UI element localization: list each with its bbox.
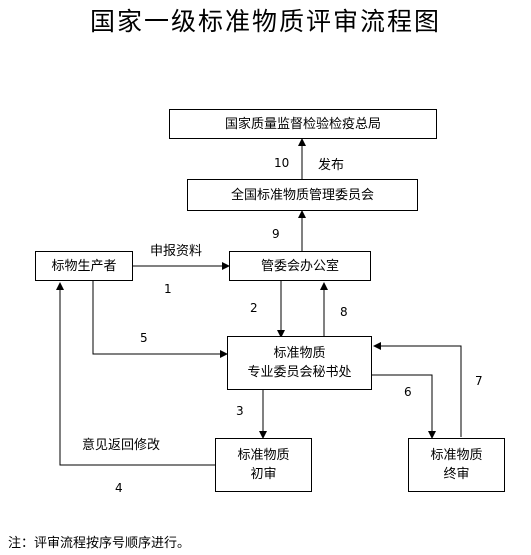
- node-final-review-label-1: 标准物质: [430, 448, 483, 463]
- step-number-3: 3: [236, 404, 244, 418]
- node-producer-label: 标物生产者: [51, 258, 117, 274]
- node-final-review-label-2: 终审: [443, 467, 470, 482]
- node-initial-review: 标准物质 初审: [215, 438, 312, 492]
- node-initial-review-label-1: 标准物质: [237, 448, 290, 463]
- node-secretariat: 标准物质 专业委员会秘书处: [227, 336, 372, 390]
- node-office-label: 管委会办公室: [260, 258, 339, 274]
- node-committee-label: 全国标准物质管理委员会: [230, 187, 374, 203]
- step-number-4: 4: [115, 481, 123, 495]
- arrow-step-6: [372, 374, 436, 439]
- node-producer: 标物生产者: [35, 251, 133, 281]
- step-number-6: 6: [404, 385, 412, 399]
- footnote: 注：评审流程按序号顺序进行。: [8, 536, 191, 551]
- node-office: 管委会办公室: [229, 251, 371, 281]
- edge-label-publish: 发布: [318, 158, 345, 173]
- node-secretariat-label-2: 专业委员会秘书处: [247, 365, 352, 380]
- edge-label-apply: 申报资料: [150, 244, 203, 259]
- step-number-5: 5: [140, 331, 148, 345]
- arrow-step-7: [373, 342, 462, 437]
- step-number-7: 7: [475, 374, 483, 388]
- step-number-2: 2: [250, 301, 258, 315]
- node-initial-review-label-2: 初审: [250, 467, 277, 482]
- node-committee: 全国标准物质管理委员会: [187, 179, 418, 211]
- arrow-step-4: [56, 282, 215, 466]
- arrow-step-5: [92, 281, 228, 358]
- diagram-title: 国家一级标准物质评审流程图: [89, 7, 441, 36]
- node-aqsiq: 国家质量监督检验检疫总局: [169, 109, 437, 139]
- node-secretariat-label-1: 标准物质: [273, 346, 326, 361]
- edge-label-return: 意见返回修改: [82, 438, 161, 453]
- step-number-8: 8: [340, 305, 348, 319]
- node-final-review: 标准物质 终审: [408, 438, 505, 492]
- step-number-10: 10: [274, 156, 290, 170]
- step-number-1: 1: [164, 282, 172, 296]
- node-aqsiq-label: 国家质量监督检验检疫总局: [224, 116, 381, 132]
- step-number-9: 9: [272, 227, 280, 241]
